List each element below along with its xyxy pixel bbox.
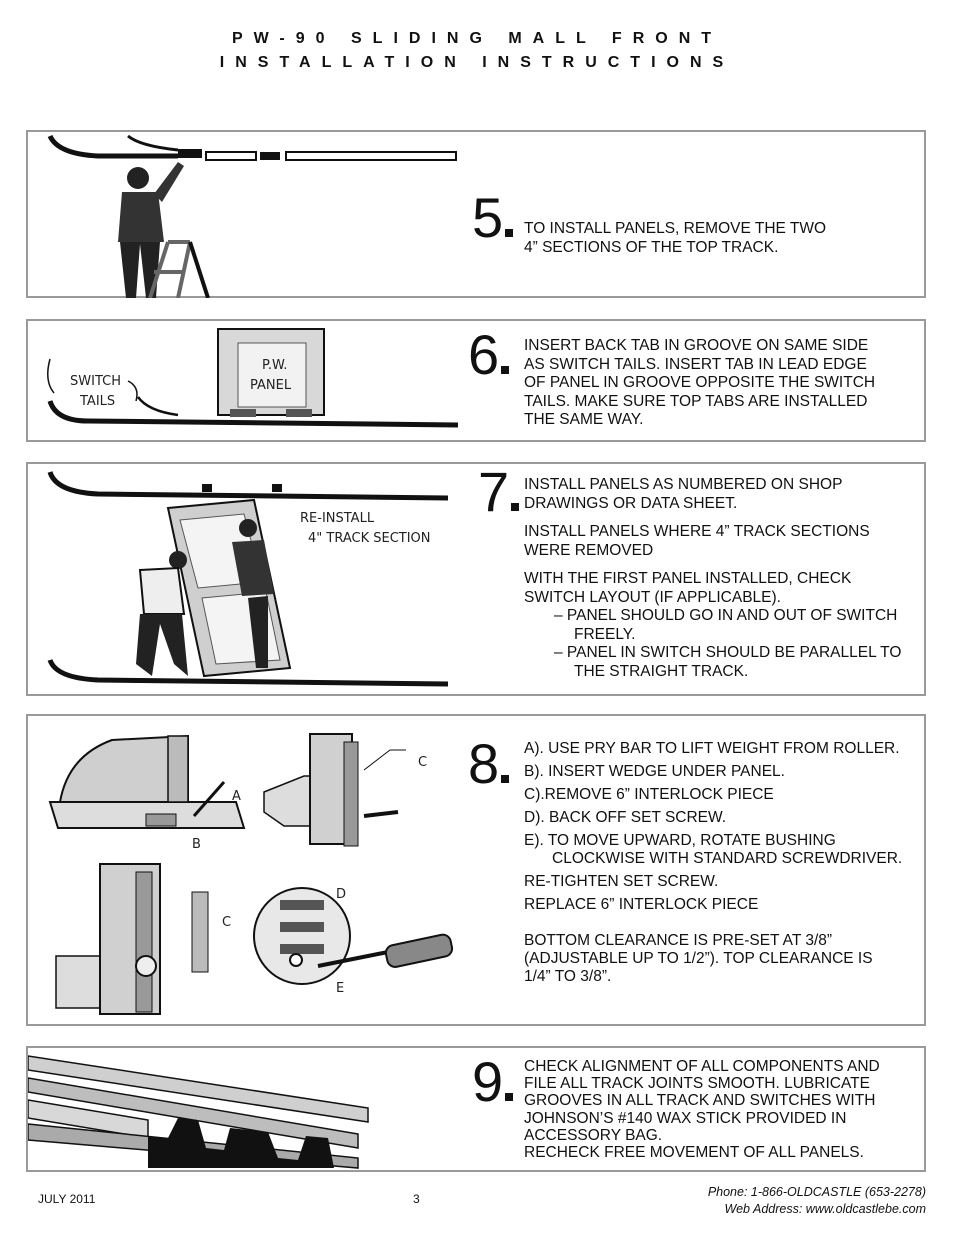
step-8-number: 8	[468, 736, 510, 792]
step-7-number: 7	[478, 464, 520, 520]
svg-text:P.W.: P.W.	[262, 358, 287, 373]
step-5-text: TO INSTALL PANELS, REMOVE THE TWO 4” SEC…	[524, 220, 827, 256]
svg-text:C: C	[418, 755, 427, 770]
svg-text:PANEL: PANEL	[250, 378, 292, 393]
insert-panel-illustration: SWITCH TAILS P.W. PANEL	[47, 328, 459, 428]
step-7-panel: RE-INSTALL 4" TRACK SECTION 7 INSTALL PA…	[26, 462, 926, 696]
footer-date: JULY 2011	[38, 1192, 96, 1206]
svg-text:SWITCH: SWITCH	[70, 374, 121, 389]
adjust-height-illustration: A B C C D E	[48, 733, 454, 1015]
step-7-text: INSTALL PANELS AS NUMBERED ON SHOP DRAWI…	[524, 476, 902, 680]
web-address: Web Address: www.oldcastlebe.com	[724, 1202, 926, 1216]
remove-track-illustration	[47, 134, 457, 298]
step-8-text: A). USE PRY BAR TO LIFT WEIGHT FROM ROLL…	[524, 740, 903, 985]
step-9-number: 9	[472, 1054, 514, 1110]
footer-contact: Phone: 1-866-OLDCASTLE (653-2278) Web Ad…	[708, 1184, 926, 1218]
step-6-number: 6	[468, 327, 510, 383]
step-9-text: CHECK ALIGNMENT OF ALL COMPONENTS AND FI…	[524, 1058, 880, 1162]
step-6-panel: SWITCH TAILS P.W. PANEL 6 INSERT BACK TA…	[26, 319, 926, 442]
step-9-panel: 9 CHECK ALIGNMENT OF ALL COMPONENTS AND …	[26, 1046, 926, 1172]
document-title-line2: INSTALLATION INSTRUCTIONS	[219, 54, 735, 71]
svg-text:D: D	[336, 887, 346, 902]
svg-text:4" TRACK SECTION: 4" TRACK SECTION	[308, 531, 431, 546]
step-5-panel: 5 TO INSTALL PANELS, REMOVE THE TWO 4” S…	[26, 130, 926, 298]
svg-text:C: C	[222, 915, 231, 930]
svg-text:RE-INSTALL: RE-INSTALL	[300, 511, 375, 526]
document-title-line1: PW-90 SLIDING MALL FRONT	[231, 30, 723, 47]
phone-number: Phone: 1-866-OLDCASTLE (653-2278)	[707, 1185, 926, 1199]
track-alignment-illustration	[28, 1055, 369, 1169]
page-number: 3	[413, 1192, 420, 1206]
install-panels-illustration: RE-INSTALL 4" TRACK SECTION	[47, 471, 449, 687]
svg-text:A: A	[232, 789, 241, 804]
step-5-number: 5	[472, 190, 514, 246]
step-8-panel: A B C C D E 8 A). USE PRY BAR TO LIFT WE…	[26, 714, 926, 1026]
svg-text:E: E	[336, 981, 344, 996]
step-6-text: INSERT BACK TAB IN GROOVE ON SAME SIDE A…	[524, 337, 876, 428]
svg-text:B: B	[192, 837, 201, 852]
svg-text:TAILS: TAILS	[79, 394, 115, 409]
